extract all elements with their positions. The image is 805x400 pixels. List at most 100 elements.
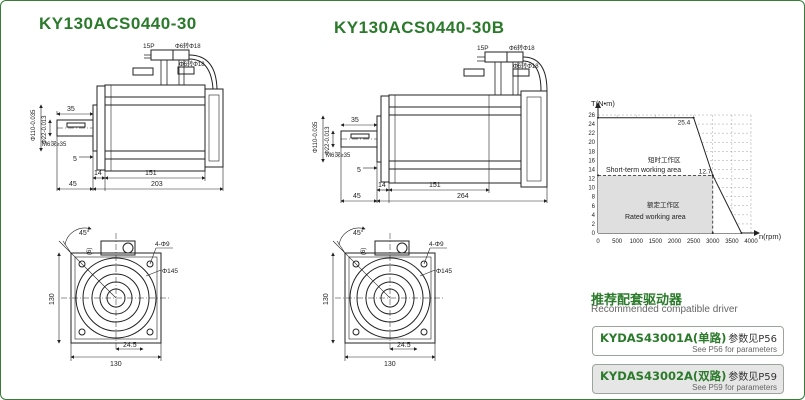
right-dim-14: 14 — [378, 182, 386, 189]
right-front-view — [335, 233, 445, 351]
left-dim-14: 14 — [94, 170, 102, 177]
left-front-view — [61, 233, 171, 351]
left-dim-5: 5 — [73, 156, 77, 163]
series-point — [711, 232, 714, 234]
left-front-dim-130-v: 130 — [49, 293, 56, 305]
left-dim-pilot: Φ110-0.035 — [31, 109, 37, 141]
driver-name: KYDAS43002A(双路) — [600, 369, 727, 383]
y-tick-label: 4 — [592, 213, 596, 219]
series-point — [597, 174, 599, 177]
right-front-dim-130-v: 130 — [323, 293, 330, 305]
series-line — [598, 117, 742, 234]
right-front-dim-130-h: 130 — [384, 361, 396, 368]
series-point — [692, 116, 695, 119]
y-tick-label: 6 — [592, 204, 596, 210]
x-tick-label: 500 — [612, 239, 623, 245]
right-front-labels: 45° 4-Φ9 Φ145 130 130 24.5 (6) — [323, 229, 452, 368]
chart-short-term-en: Short-term working area — [606, 167, 681, 174]
y-tick-label: 16 — [588, 158, 595, 164]
y-tick-label: 22 — [588, 131, 595, 137]
right-dimension-lines — [321, 115, 548, 203]
driver-card-single: KYDAS43001A(单路) 参数见P56 See P56 for param… — [592, 326, 784, 356]
chart-rated-cn: 额定工作区 — [647, 200, 680, 209]
x-tick-label: 2000 — [668, 239, 682, 245]
series-point — [597, 116, 599, 119]
x-tick-label: 1500 — [649, 239, 663, 245]
y-tick-label: 8 — [592, 195, 596, 201]
chart-rated-value-label: 12.7 — [699, 168, 712, 175]
left-cable-dia-2: Φ6转Φ18 — [179, 60, 205, 68]
chart-x-tick-labels: 0 500 1000 1500 2000 2500 3000 3500 4000 — [596, 239, 758, 245]
y-tick-label: 10 — [588, 186, 595, 192]
right-front-angle: 45° — [353, 229, 364, 237]
right-dim-key: M6深≥35 — [326, 151, 351, 159]
left-dim-key: M6深≥35 — [42, 140, 67, 148]
right-dim-45: 45 — [353, 193, 361, 200]
right-dim-264: 264 — [457, 193, 469, 200]
recommended-title-cn: 推荐配套驱动器 — [591, 293, 683, 308]
chart-peak-value-label: 25.4 — [678, 120, 691, 127]
y-tick-label: 14 — [588, 167, 595, 173]
x-tick-label: 3000 — [706, 239, 720, 245]
right-connector-pin: 15P — [477, 45, 489, 52]
y-tick-label: 0 — [592, 231, 596, 237]
left-front-hole-spec: 4-Φ9 — [155, 241, 170, 248]
right-dim-shaft: Φ22-0.013 — [325, 126, 331, 155]
driver-ref-cn: 参数见P59 — [728, 372, 777, 383]
series-point — [740, 232, 743, 234]
y-tick-label: 24 — [588, 122, 595, 128]
right-dim-151: 151 — [429, 182, 441, 189]
y-tick-label: 2 — [592, 222, 596, 228]
left-dimension-lines — [39, 104, 224, 191]
rated-area — [598, 175, 713, 233]
chart-y-axis-label: T(N•m) — [591, 99, 615, 108]
right-dim-pilot: Φ110-0.035 — [313, 121, 319, 153]
left-dim-203: 203 — [151, 181, 163, 188]
chart-lines — [597, 116, 743, 234]
chart-x-axis-label: n(rpm) — [759, 232, 782, 241]
right-cable-dia-2: Φ6转Φ18 — [513, 62, 539, 70]
y-tick-label: 18 — [588, 149, 595, 155]
x-tick-label: 2500 — [687, 239, 701, 245]
driver-ref-en: See P59 for parameters — [692, 383, 777, 392]
right-cable-dia-1: Φ6转Φ18 — [509, 44, 535, 52]
x-tick-label: 3500 — [725, 239, 739, 245]
x-tick-label: 0 — [596, 239, 600, 245]
series-point — [711, 174, 714, 177]
left-front-labels: 45° 4-Φ9 Φ145 130 130 24.5 (6) — [49, 229, 178, 368]
left-side-view — [56, 49, 224, 172]
right-front-dim-flat: (6) — [361, 248, 367, 255]
chart-short-term-cn: 短时工作区 — [648, 155, 681, 164]
left-dim-shaft: Φ22-0.013 — [42, 115, 48, 144]
left-front-angle: 45° — [79, 229, 90, 237]
right-dimension-labels: 15P Φ6转Φ18 Φ6转Φ18 35 Φ110-0.035 Φ22-0.01… — [313, 44, 539, 200]
left-front-bolt-circle: Φ145 — [162, 268, 178, 275]
right-front-bolt-circle: Φ145 — [436, 268, 452, 275]
driver-ref-en: See P56 for parameters — [692, 345, 777, 354]
left-front-dim-flat: (6) — [87, 248, 93, 255]
driver-name: KYDAS43001A(单路) — [600, 331, 727, 345]
right-dim-35: 35 — [351, 117, 359, 124]
left-dim-45: 45 — [69, 181, 77, 188]
right-front-dims — [331, 226, 447, 361]
left-front-dim-130-h: 130 — [110, 361, 122, 368]
right-side-view — [340, 51, 548, 188]
driver-card-dual: KYDAS43002A(双路) 参数见P59 See P59 for param… — [592, 364, 784, 394]
chart-rated-en: Rated working area — [625, 214, 686, 221]
left-front-dims — [57, 226, 173, 361]
x-tick-label: 1000 — [630, 239, 644, 245]
left-cable-dia-1: Φ6转Φ18 — [175, 42, 201, 50]
x-tick-label: 4000 — [744, 239, 758, 245]
left-model-title: KY130ACS0440-30 — [39, 14, 197, 33]
left-connector-pin: 15P — [143, 43, 155, 50]
left-dim-151: 151 — [145, 170, 157, 177]
left-dim-35: 35 — [67, 106, 75, 113]
driver-ref-cn: 参数见P56 — [728, 334, 777, 345]
left-front-dim-245: 24.5 — [123, 342, 137, 349]
left-dimension-labels: 15P Φ6转Φ18 Φ6转Φ18 35 Φ110-0.035 Φ22-0.01… — [31, 42, 205, 188]
right-front-dim-245: 24.5 — [397, 342, 411, 349]
y-tick-label: 20 — [588, 140, 595, 146]
